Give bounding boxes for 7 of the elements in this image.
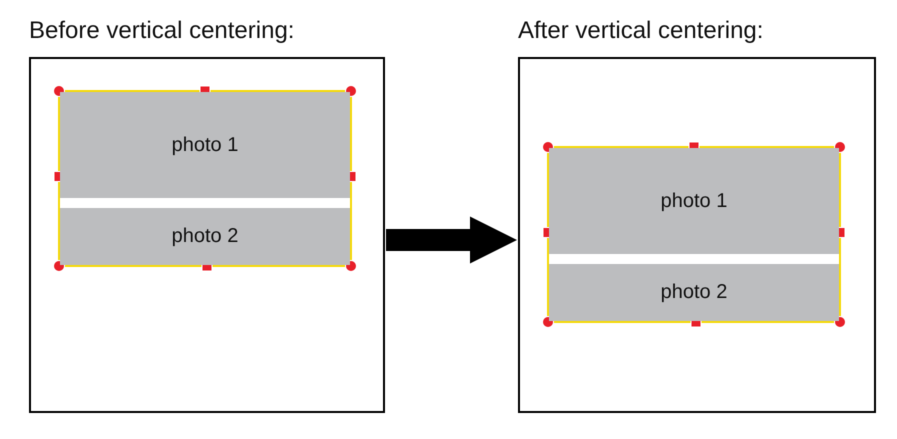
photo-block: photo 2	[60, 208, 350, 265]
arrow	[386, 216, 517, 264]
heading: After vertical centering:	[518, 17, 764, 45]
photo-block: photo 2	[549, 264, 839, 321]
photo-block: photo 1	[549, 148, 839, 254]
photo-block: photo 1	[60, 92, 350, 198]
heading: Before vertical centering:	[29, 17, 294, 45]
